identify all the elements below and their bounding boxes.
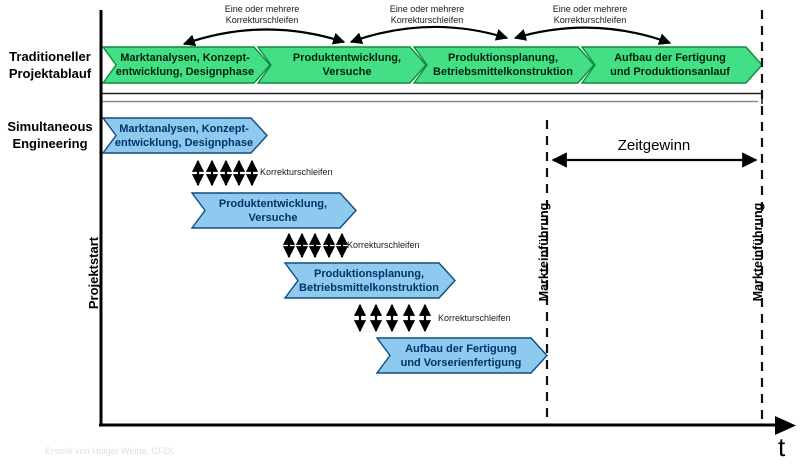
loop-label-2-line1: Eine oder mehrere	[389, 4, 465, 14]
simultaneous-phase-4-line2: und Vorserienfertigung	[400, 357, 522, 369]
loop-label-2: Eine oder mehrere Korrekturschleifen	[367, 4, 487, 25]
projektstart-label: Projektstart	[86, 236, 101, 310]
correction-loop-arcs	[182, 25, 672, 47]
correction-arrows-cluster-3	[353, 303, 432, 333]
section-label-simultaneous: Simultaneous Engineering	[7, 119, 93, 151]
loop-label-2-line2: Korrekturschleifen	[390, 14, 464, 25]
simultaneous-phase-2-label: Produktentwicklung, Versuche	[193, 197, 353, 225]
simultaneous-phase-1-label: Marktanalysen, Konzept- entwicklung, Des…	[104, 122, 264, 150]
section-separator-line	[100, 92, 763, 104]
traditional-phase-4-label: Aufbau der Fertigung und Produktionsanla…	[590, 51, 750, 79]
time-axis-arrowhead	[775, 416, 796, 435]
traditional-phase-1-line2: entwicklung, Designphase	[115, 66, 255, 78]
markteinfuehrung-label-traditional: Markteinführung	[751, 202, 765, 302]
traditional-phase-2-line1: Produktentwicklung,	[292, 52, 402, 64]
korrektur-label-2: Korrekturschleifen	[347, 240, 420, 250]
simultaneous-phase-3-label: Produktionsplanung, Betriebsmittelkonstr…	[289, 267, 449, 295]
simultaneous-phase-arrow-2	[190, 192, 357, 229]
traditional-phase-2-label: Produktentwicklung, Versuche	[267, 51, 427, 79]
loop-label-1-line2: Korrekturschleifen	[225, 14, 299, 25]
correction-arrows-cluster-2	[282, 232, 349, 259]
markteinfuehrung-label-se: Markteinführung	[537, 202, 551, 302]
simultaneous-phase-3-line2: Betriebsmittelkonstruktion	[299, 282, 439, 294]
section-label-traditional: Traditioneller Projektablauf	[8, 49, 92, 81]
loop-label-3: Eine oder mehrere Korrekturschleifen	[530, 4, 650, 25]
time-axis-label: t	[778, 432, 786, 462]
correction-loop-arc-3	[513, 26, 672, 45]
traditional-phase-arrow-4	[580, 46, 763, 84]
simultaneous-phase-1-line2: entwicklung, Designphase	[114, 137, 254, 149]
simultaneous-phase-arrow-4	[375, 337, 548, 374]
simultaneous-phase-4-label: Aufbau der Fertigung und Vorserienfertig…	[381, 342, 541, 370]
traditional-phase-1-line1: Marktanalysen, Konzept-	[120, 52, 250, 64]
traditional-phase-1-label: Marktanalysen, Konzept- entwicklung, Des…	[105, 51, 265, 79]
footer-credit: Erstellt von Holger Weine, GFDL	[45, 446, 176, 456]
traditional-phase-arrow-2	[256, 46, 427, 84]
loop-label-1: Eine oder mehrere Korrekturschleifen	[202, 4, 322, 25]
correction-loop-arc-2	[349, 25, 509, 45]
simultaneous-phase-3-line1: Produktionsplanung,	[314, 268, 424, 280]
traditional-phase-3-line2: Betriebsmittelkonstruktion	[433, 66, 573, 78]
traditional-phase-arrow-1	[101, 46, 271, 84]
loop-label-3-line2: Korrekturschleifen	[553, 14, 627, 25]
simultaneous-phase-arrow-1	[101, 117, 268, 154]
simultaneous-phase-2-line2: Versuche	[248, 212, 298, 224]
loop-label-3-line1: Eine oder mehrere	[552, 4, 628, 14]
zeitgewinn-label: Zeitgewinn	[617, 137, 691, 154]
traditional-phase-4-line2: und Produktionsanlauf	[610, 66, 730, 78]
korrektur-label-1: Korrekturschleifen	[260, 167, 333, 177]
correction-loop-arc-1	[182, 28, 346, 47]
traditional-phase-arrows	[101, 46, 763, 84]
loop-label-1-line1: Eine oder mehrere	[224, 4, 300, 14]
traditional-phase-3-label: Produktionsplanung, Betriebsmittelkonstr…	[423, 51, 583, 79]
traditional-phase-4-line1: Aufbau der Fertigung	[614, 52, 726, 64]
traditional-phase-arrow-3	[412, 46, 595, 84]
simultaneous-phase-4-line1: Aufbau der Fertigung	[405, 343, 517, 355]
simultaneous-phase-arrow-3	[283, 262, 456, 299]
traditional-phase-2-line2: Versuche	[322, 66, 372, 78]
simultaneous-phase-arrows	[101, 117, 548, 374]
simultaneous-phase-1-line1: Marktanalysen, Konzept-	[119, 123, 249, 135]
correction-arrows-cluster-1	[191, 159, 259, 187]
korrektur-label-3: Korrekturschleifen	[438, 313, 511, 323]
simultaneous-phase-2-line1: Produktentwicklung,	[218, 198, 328, 210]
traditional-phase-3-line1: Produktionsplanung,	[448, 52, 558, 64]
